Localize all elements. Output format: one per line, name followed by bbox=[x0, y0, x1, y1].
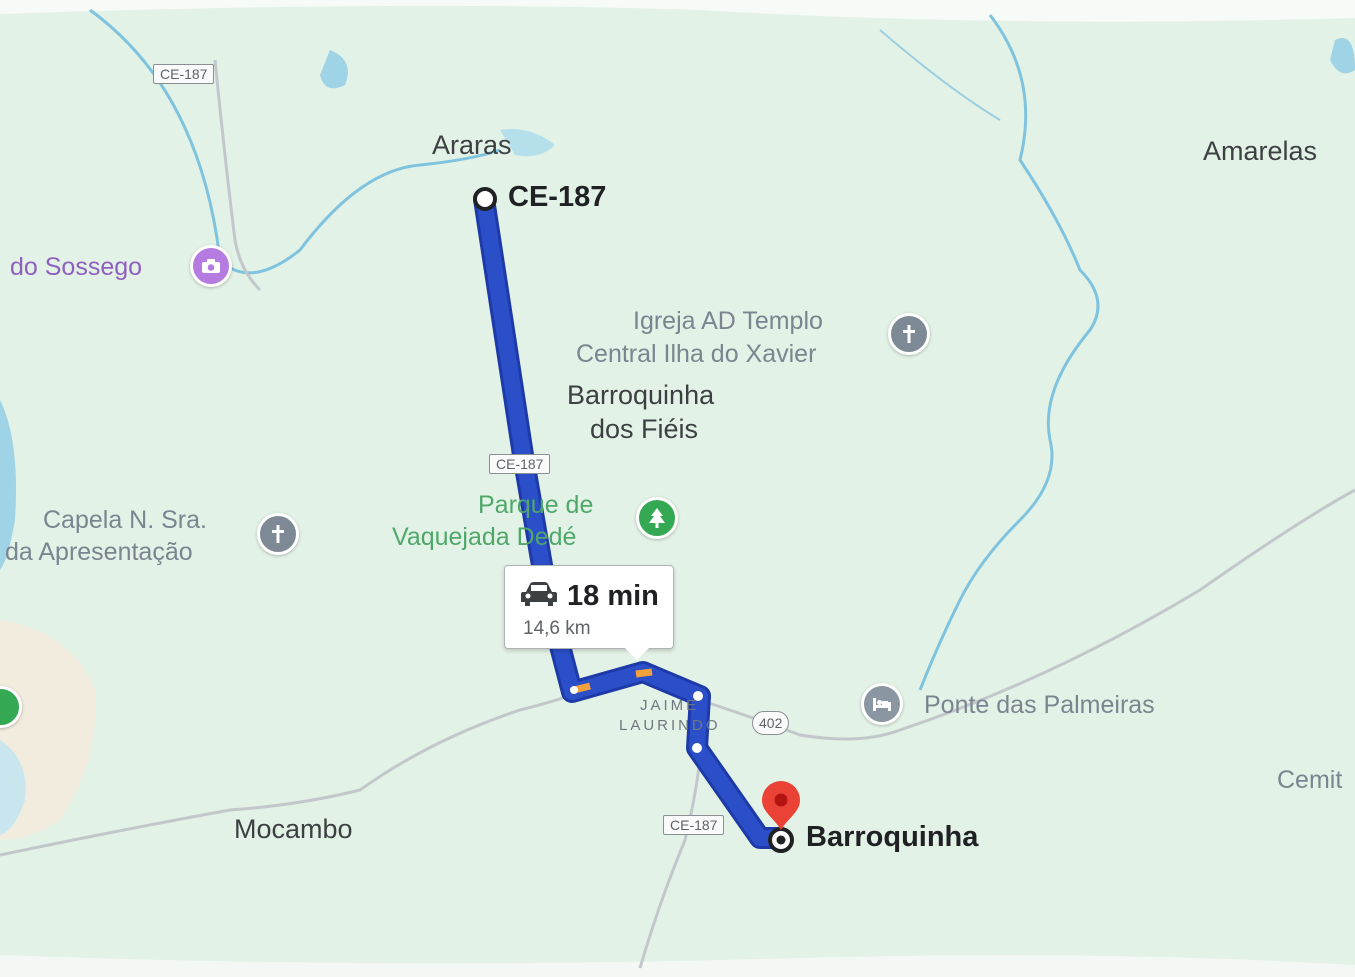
road-shield-ce187: CE-187 bbox=[489, 454, 551, 474]
road-shield-ce187: CE-187 bbox=[663, 815, 725, 835]
poi-label-capela[interactable]: Capela N. Sra. bbox=[43, 506, 207, 534]
place-label-araras[interactable]: Araras bbox=[432, 130, 512, 160]
river bbox=[918, 14, 1100, 691]
river bbox=[879, 29, 1001, 121]
place-label-barroquinha-dos-fieis[interactable]: Barroquinha bbox=[567, 380, 715, 410]
lake bbox=[1330, 38, 1355, 74]
road-shield-402: 402 bbox=[752, 711, 790, 735]
route-info-card[interactable]: 18 min 14,6 km bbox=[504, 565, 674, 660]
lake bbox=[0, 400, 16, 570]
card-pointer bbox=[625, 648, 649, 660]
church-icon[interactable] bbox=[888, 313, 930, 355]
traffic-segment bbox=[635, 668, 653, 678]
place-label-cemiterio[interactable]: Cemit bbox=[1277, 766, 1343, 794]
route-origin-label[interactable]: CE-187 bbox=[508, 181, 607, 213]
waypoint-dot bbox=[570, 686, 578, 694]
poi-label-parque[interactable]: Parque de bbox=[478, 491, 594, 519]
waypoint-dot bbox=[692, 743, 702, 753]
road bbox=[0, 688, 586, 857]
poi-label-igreja[interactable]: Central Ilha do Xavier bbox=[576, 340, 817, 368]
place-label-barroquinha-dos-fieis[interactable]: dos Fiéis bbox=[590, 414, 699, 444]
origin-marker bbox=[473, 187, 497, 211]
route-duration: 18 min bbox=[567, 580, 659, 612]
road-402 bbox=[699, 488, 1355, 741]
church-icon[interactable] bbox=[257, 513, 299, 555]
poi-label-capela[interactable]: da Apresentação bbox=[5, 538, 193, 566]
poi-label-sossego[interactable]: do Sossego bbox=[10, 253, 143, 281]
lake bbox=[0, 740, 26, 835]
top-edge bbox=[0, 0, 1355, 22]
poi-label-parque[interactable]: Vaquejada Dedé bbox=[392, 523, 577, 551]
place-label-jaime-laurindo[interactable]: JAIME bbox=[640, 697, 700, 714]
lodging-icon[interactable] bbox=[861, 683, 903, 725]
road bbox=[213, 59, 262, 292]
place-label-mocambo[interactable]: Mocambo bbox=[234, 814, 353, 844]
place-label-amarelas[interactable]: Amarelas bbox=[1203, 136, 1318, 166]
road bbox=[638, 759, 702, 969]
place-label-jaime-laurindo[interactable]: LAURINDO bbox=[619, 717, 721, 734]
poi-label-igreja[interactable]: Igreja AD Templo bbox=[633, 307, 823, 335]
route-distance: 14,6 km bbox=[523, 618, 591, 639]
waypoint-dot bbox=[693, 691, 703, 701]
lake bbox=[320, 50, 348, 89]
lake bbox=[500, 129, 555, 157]
road-shield-ce187: CE-187 bbox=[153, 64, 215, 84]
bottom-edge bbox=[0, 955, 1355, 977]
tree-icon[interactable] bbox=[636, 497, 678, 539]
poi-label-ponte-das-palmeiras[interactable]: Ponte das Palmeiras bbox=[924, 691, 1155, 719]
car-icon bbox=[519, 580, 559, 615]
route-destination-label[interactable]: Barroquinha bbox=[806, 821, 979, 853]
river bbox=[89, 8, 501, 275]
camera-icon[interactable] bbox=[190, 245, 232, 287]
